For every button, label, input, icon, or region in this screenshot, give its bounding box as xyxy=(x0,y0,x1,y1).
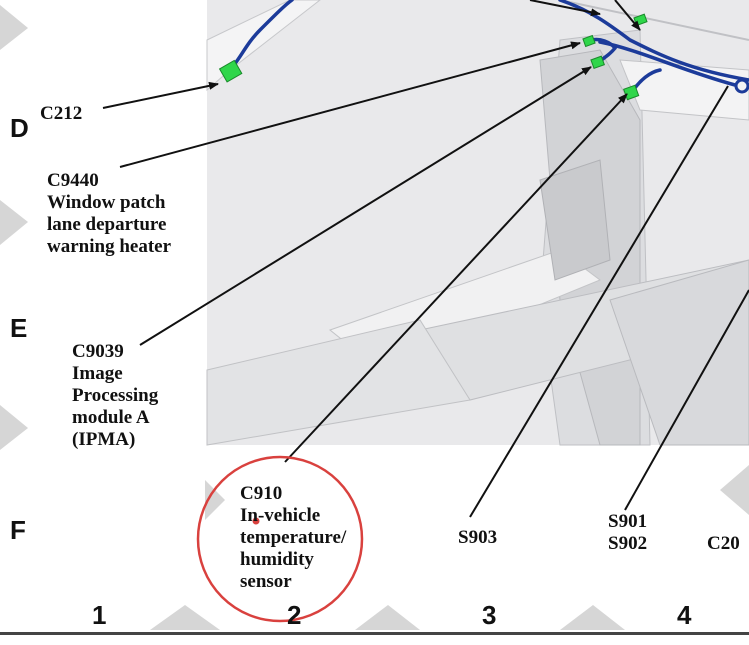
grid-col-2: 2 xyxy=(287,600,302,630)
grid-row-f: F xyxy=(10,515,26,545)
leader-s903 xyxy=(469,85,729,518)
leader-c9440 xyxy=(119,41,581,168)
grid-col-1: 1 xyxy=(92,600,107,630)
connector-c212 xyxy=(218,59,243,83)
leader-c910 xyxy=(284,93,628,463)
label-c212: C212 xyxy=(40,103,83,124)
connectors xyxy=(218,13,648,101)
connector-c9039 xyxy=(590,55,605,70)
leader-s901 xyxy=(624,289,749,511)
bottom-border xyxy=(0,632,749,635)
connector-c9440 xyxy=(582,34,596,48)
leader-top-2 xyxy=(614,0,641,31)
leader-lines xyxy=(102,0,749,518)
label-s901-s902: S901 S902 xyxy=(608,511,648,554)
grid-row-e: E xyxy=(10,313,28,343)
background-pattern xyxy=(0,5,749,630)
label-c20-partial: C20 xyxy=(707,533,740,554)
grid-row-d: D xyxy=(10,113,29,143)
wire-endcap xyxy=(734,78,749,94)
grid-col-4: 4 xyxy=(677,600,692,630)
label-c9440: C9440 Window patch lane departure warnin… xyxy=(47,170,172,257)
highlight-circle xyxy=(196,455,364,623)
leader-c212 xyxy=(102,81,219,109)
label-s903: S903 xyxy=(458,527,498,548)
leader-top xyxy=(529,0,601,17)
vehicle-body-illustration xyxy=(206,0,749,446)
label-c9039: C9039 Image Processing module A (IPMA) xyxy=(72,341,159,450)
highlight-dot xyxy=(252,517,260,525)
label-c910: C910 In-vehicle temperature/ humidity se… xyxy=(240,483,347,592)
grid-col-3: 3 xyxy=(482,600,497,630)
leader-c9039 xyxy=(139,66,592,346)
